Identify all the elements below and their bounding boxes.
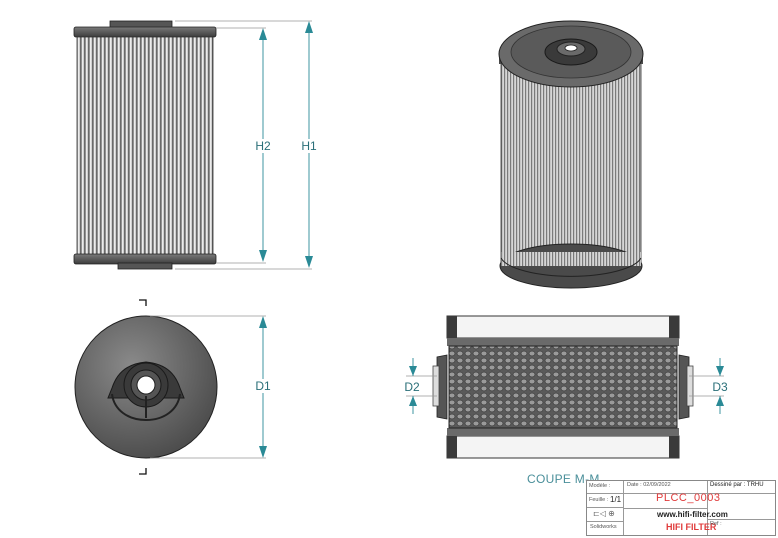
projection-symbol: ⊏◁ ⊕ [593, 509, 615, 518]
h2-dimension: H2 [252, 28, 274, 262]
date-label: Date : 02/09/2022 [627, 482, 671, 488]
ref-label: Ref : [710, 521, 722, 527]
d3-label: D3 [712, 380, 728, 394]
d3-dimension: D3 [689, 358, 728, 414]
d2-dimension: D2 [404, 358, 437, 414]
bottom-nipple [117, 262, 173, 270]
feuille-label: Feuille : [589, 497, 609, 503]
section-caption: COUPE M-M [527, 472, 600, 486]
d1-label: D1 [255, 379, 271, 393]
d2-label: D2 [404, 380, 420, 394]
top-endcap [73, 26, 217, 38]
extension-lines-h [175, 20, 312, 270]
d1-dimension: D1 [150, 315, 274, 459]
h1-label: H1 [301, 139, 317, 153]
brand-name: HIFI FILTER [666, 522, 717, 532]
designer-label: Dessiné par : TRHU [710, 482, 764, 488]
drawing-reference: PLCC_0003 [656, 492, 721, 504]
h1-dimension: H1 [298, 21, 320, 268]
feuille-value: 1/1 [610, 495, 622, 504]
section-view [432, 315, 694, 459]
pleated-media [76, 36, 214, 256]
website-link[interactable]: www.hifi-filter.com [657, 510, 728, 519]
front-view [73, 20, 217, 270]
top-view [74, 315, 218, 459]
isometric-view [498, 20, 644, 289]
h2-label: H2 [255, 139, 271, 153]
title-block: Modèle : Date : 02/09/2022 Dessiné par :… [586, 480, 776, 536]
software-label: Solidworks [590, 524, 617, 530]
modele-label: Modèle : [589, 483, 611, 489]
bottom-endcap [73, 253, 217, 265]
section-markers [139, 299, 147, 475]
